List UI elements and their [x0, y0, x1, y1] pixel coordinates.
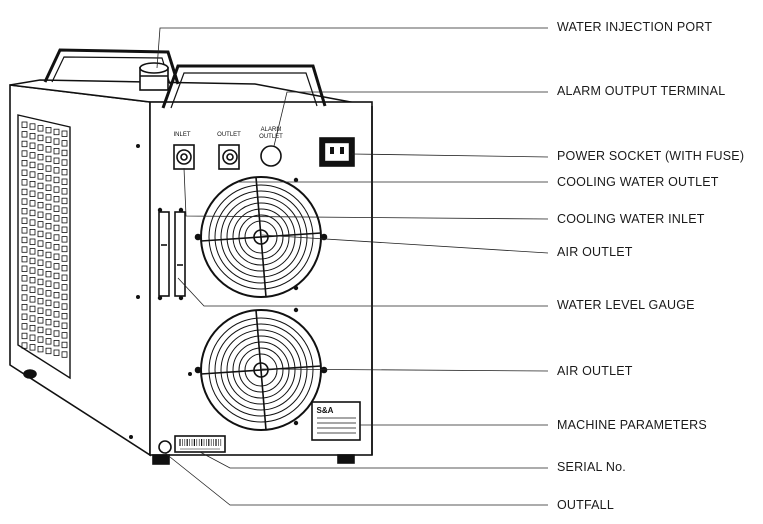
label-air-outlet-top: AIR OUTLET [557, 245, 633, 259]
outlet-panel-label: OUTLET [217, 132, 241, 138]
water-injection-cap [139, 62, 169, 91]
serial-label [174, 435, 226, 453]
label-alarm-output-terminal: ALARM OUTPUT TERMINAL [557, 84, 726, 98]
label-cooling-water-inlet: COOLING WATER INLET [557, 212, 705, 226]
label-outfall: OUTFALL [557, 498, 614, 512]
label-machine-parameters: MACHINE PARAMETERS [557, 418, 707, 432]
rear-handle [43, 48, 180, 85]
water-level-gauge [158, 211, 186, 297]
label-cooling-water-outlet: COOLING WATER OUTLET [557, 175, 719, 189]
side-vent-grille [17, 114, 71, 380]
side-panel [9, 84, 151, 457]
outlet-fitting [218, 144, 240, 170]
power-socket [319, 137, 355, 167]
inlet-panel-label: INLET [173, 132, 190, 138]
chiller-unit [9, 48, 373, 465]
label-water-level-gauge: WATER LEVEL GAUGE [557, 298, 695, 312]
label-air-outlet-bottom: AIR OUTLET [557, 364, 633, 378]
alarm-panel-label-2: OUTLET [259, 134, 283, 140]
label-power-socket: POWER SOCKET (WITH FUSE) [557, 149, 745, 163]
alarm-outlet-connector [260, 145, 282, 167]
foot-front-right [337, 454, 355, 464]
panel-screws [129, 144, 299, 439]
plate-brand: S&A [317, 406, 334, 415]
fan-bottom [194, 309, 328, 431]
leader-lines [156, 27, 549, 506]
foot-front-left [152, 454, 170, 465]
front-handle [161, 64, 327, 109]
label-water-injection-port: WATER INJECTION PORT [557, 20, 713, 34]
label-serial-no: SERIAL No. [557, 460, 626, 474]
alarm-panel-label-1: ALARM [261, 127, 282, 133]
machine-parameters-plate [311, 401, 361, 441]
foot-left-rear [23, 369, 37, 379]
